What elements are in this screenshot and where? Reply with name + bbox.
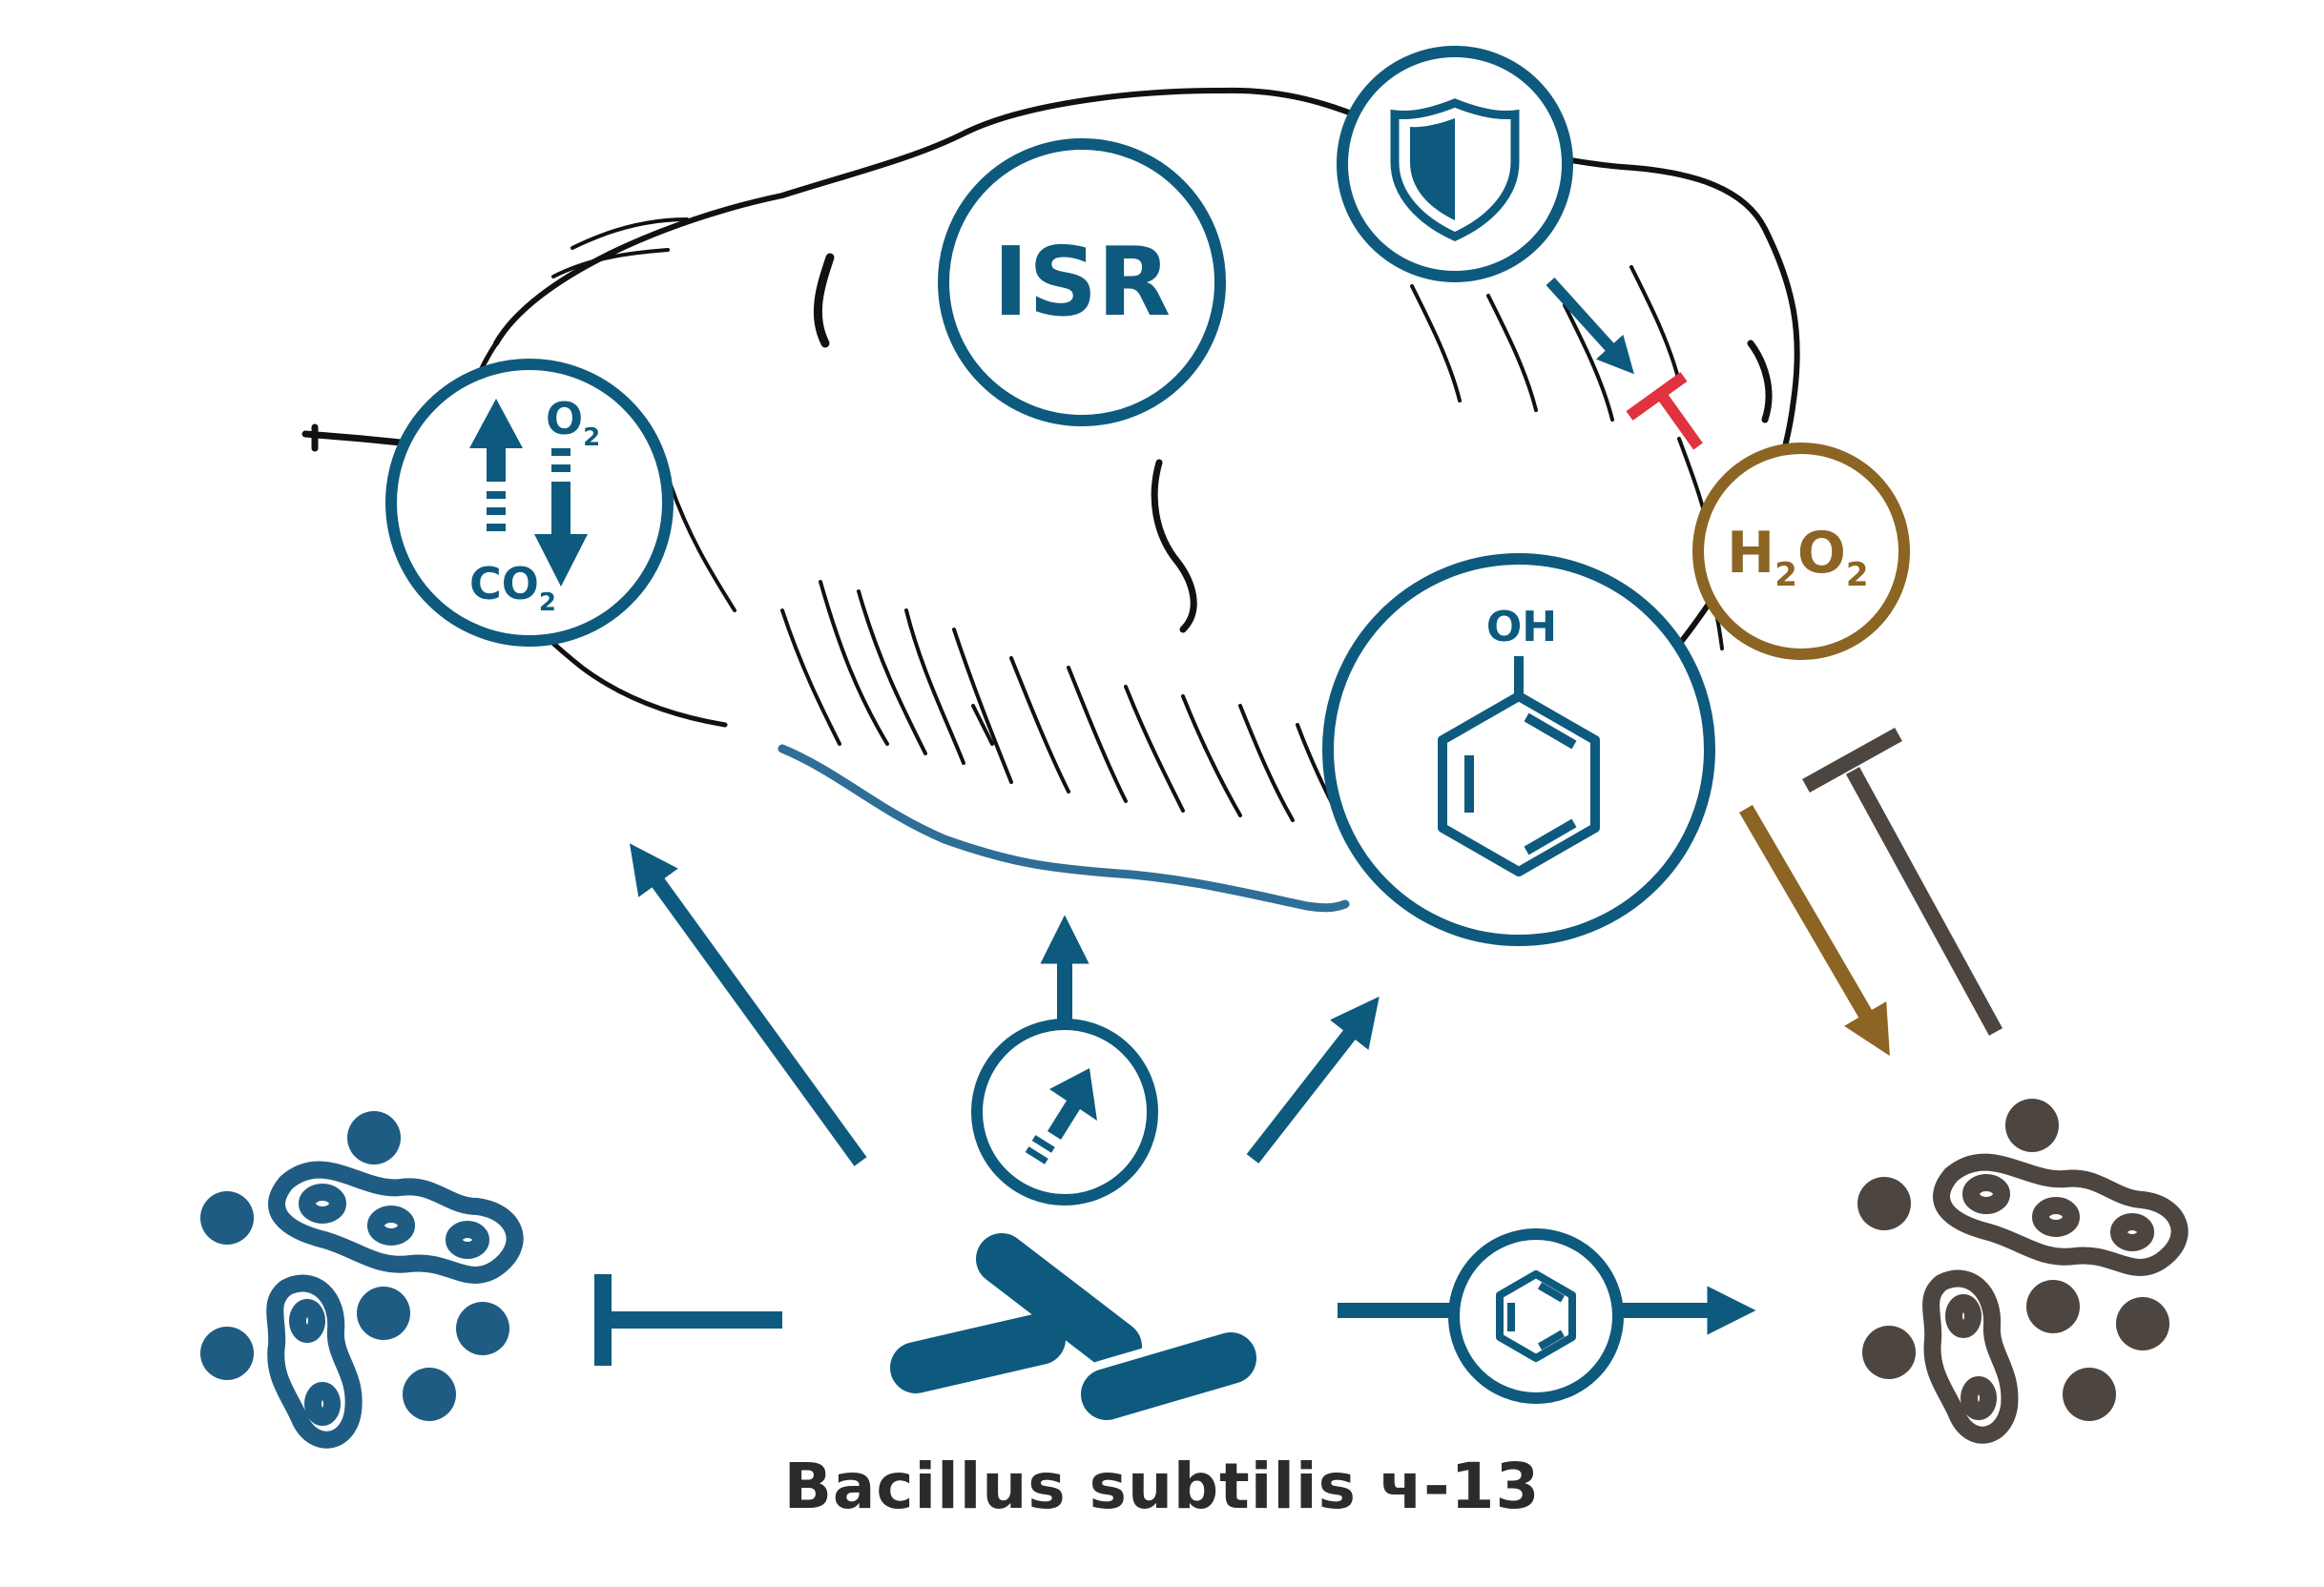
tuber-skin-line	[778, 744, 1350, 913]
phenol-icon	[1438, 656, 1600, 876]
h2o2-to-pathogen-arrow	[1739, 804, 1890, 1057]
isr-label: ISR	[993, 226, 1171, 338]
bacillus-inhibit-pathogen-mark	[594, 1274, 782, 1366]
bacillus-to-phenol-arrow	[1246, 996, 1380, 1164]
bacillus-caption: Bacillus subtilis ч-13	[783, 1450, 1541, 1523]
o2-label: O2	[546, 393, 600, 452]
red-inhibition-mark	[1626, 372, 1703, 450]
gas-exchange-group: O2 CO2	[385, 359, 674, 647]
pathogen-cluster-active	[200, 1111, 524, 1449]
oh-label: OH	[1486, 603, 1557, 651]
growth-arrow-icon	[1025, 1068, 1097, 1164]
pathogen-cluster-inactive	[1857, 1099, 2189, 1444]
h2o2-label: H2O2	[1727, 520, 1869, 594]
gas-exchange-icon	[469, 399, 588, 587]
shield-icon	[1390, 98, 1520, 241]
bacillus-rods-icon	[890, 1225, 1265, 1429]
benzene-icon	[1496, 1270, 1576, 1362]
phenol-group: OH	[1322, 553, 1715, 946]
shield-group	[1337, 46, 1573, 282]
growth-group	[971, 1019, 1158, 1206]
h2o2-group: H2O2	[1692, 443, 1910, 660]
benzene-group	[1448, 1228, 1624, 1404]
shield-to-inhibit-arrow	[1546, 277, 1634, 375]
tuber-eye-3	[1747, 340, 1773, 423]
isr-group: ISR	[938, 138, 1226, 426]
co2-label: CO2	[469, 558, 556, 617]
tuber-eye-1	[813, 253, 835, 348]
tuber-stem	[301, 423, 414, 452]
pathogen-inhibit-h2o2-mark	[1802, 728, 2003, 1036]
bacillus-to-gas-exchange-arrow	[629, 843, 867, 1166]
tuber-eye-2	[1151, 459, 1197, 633]
